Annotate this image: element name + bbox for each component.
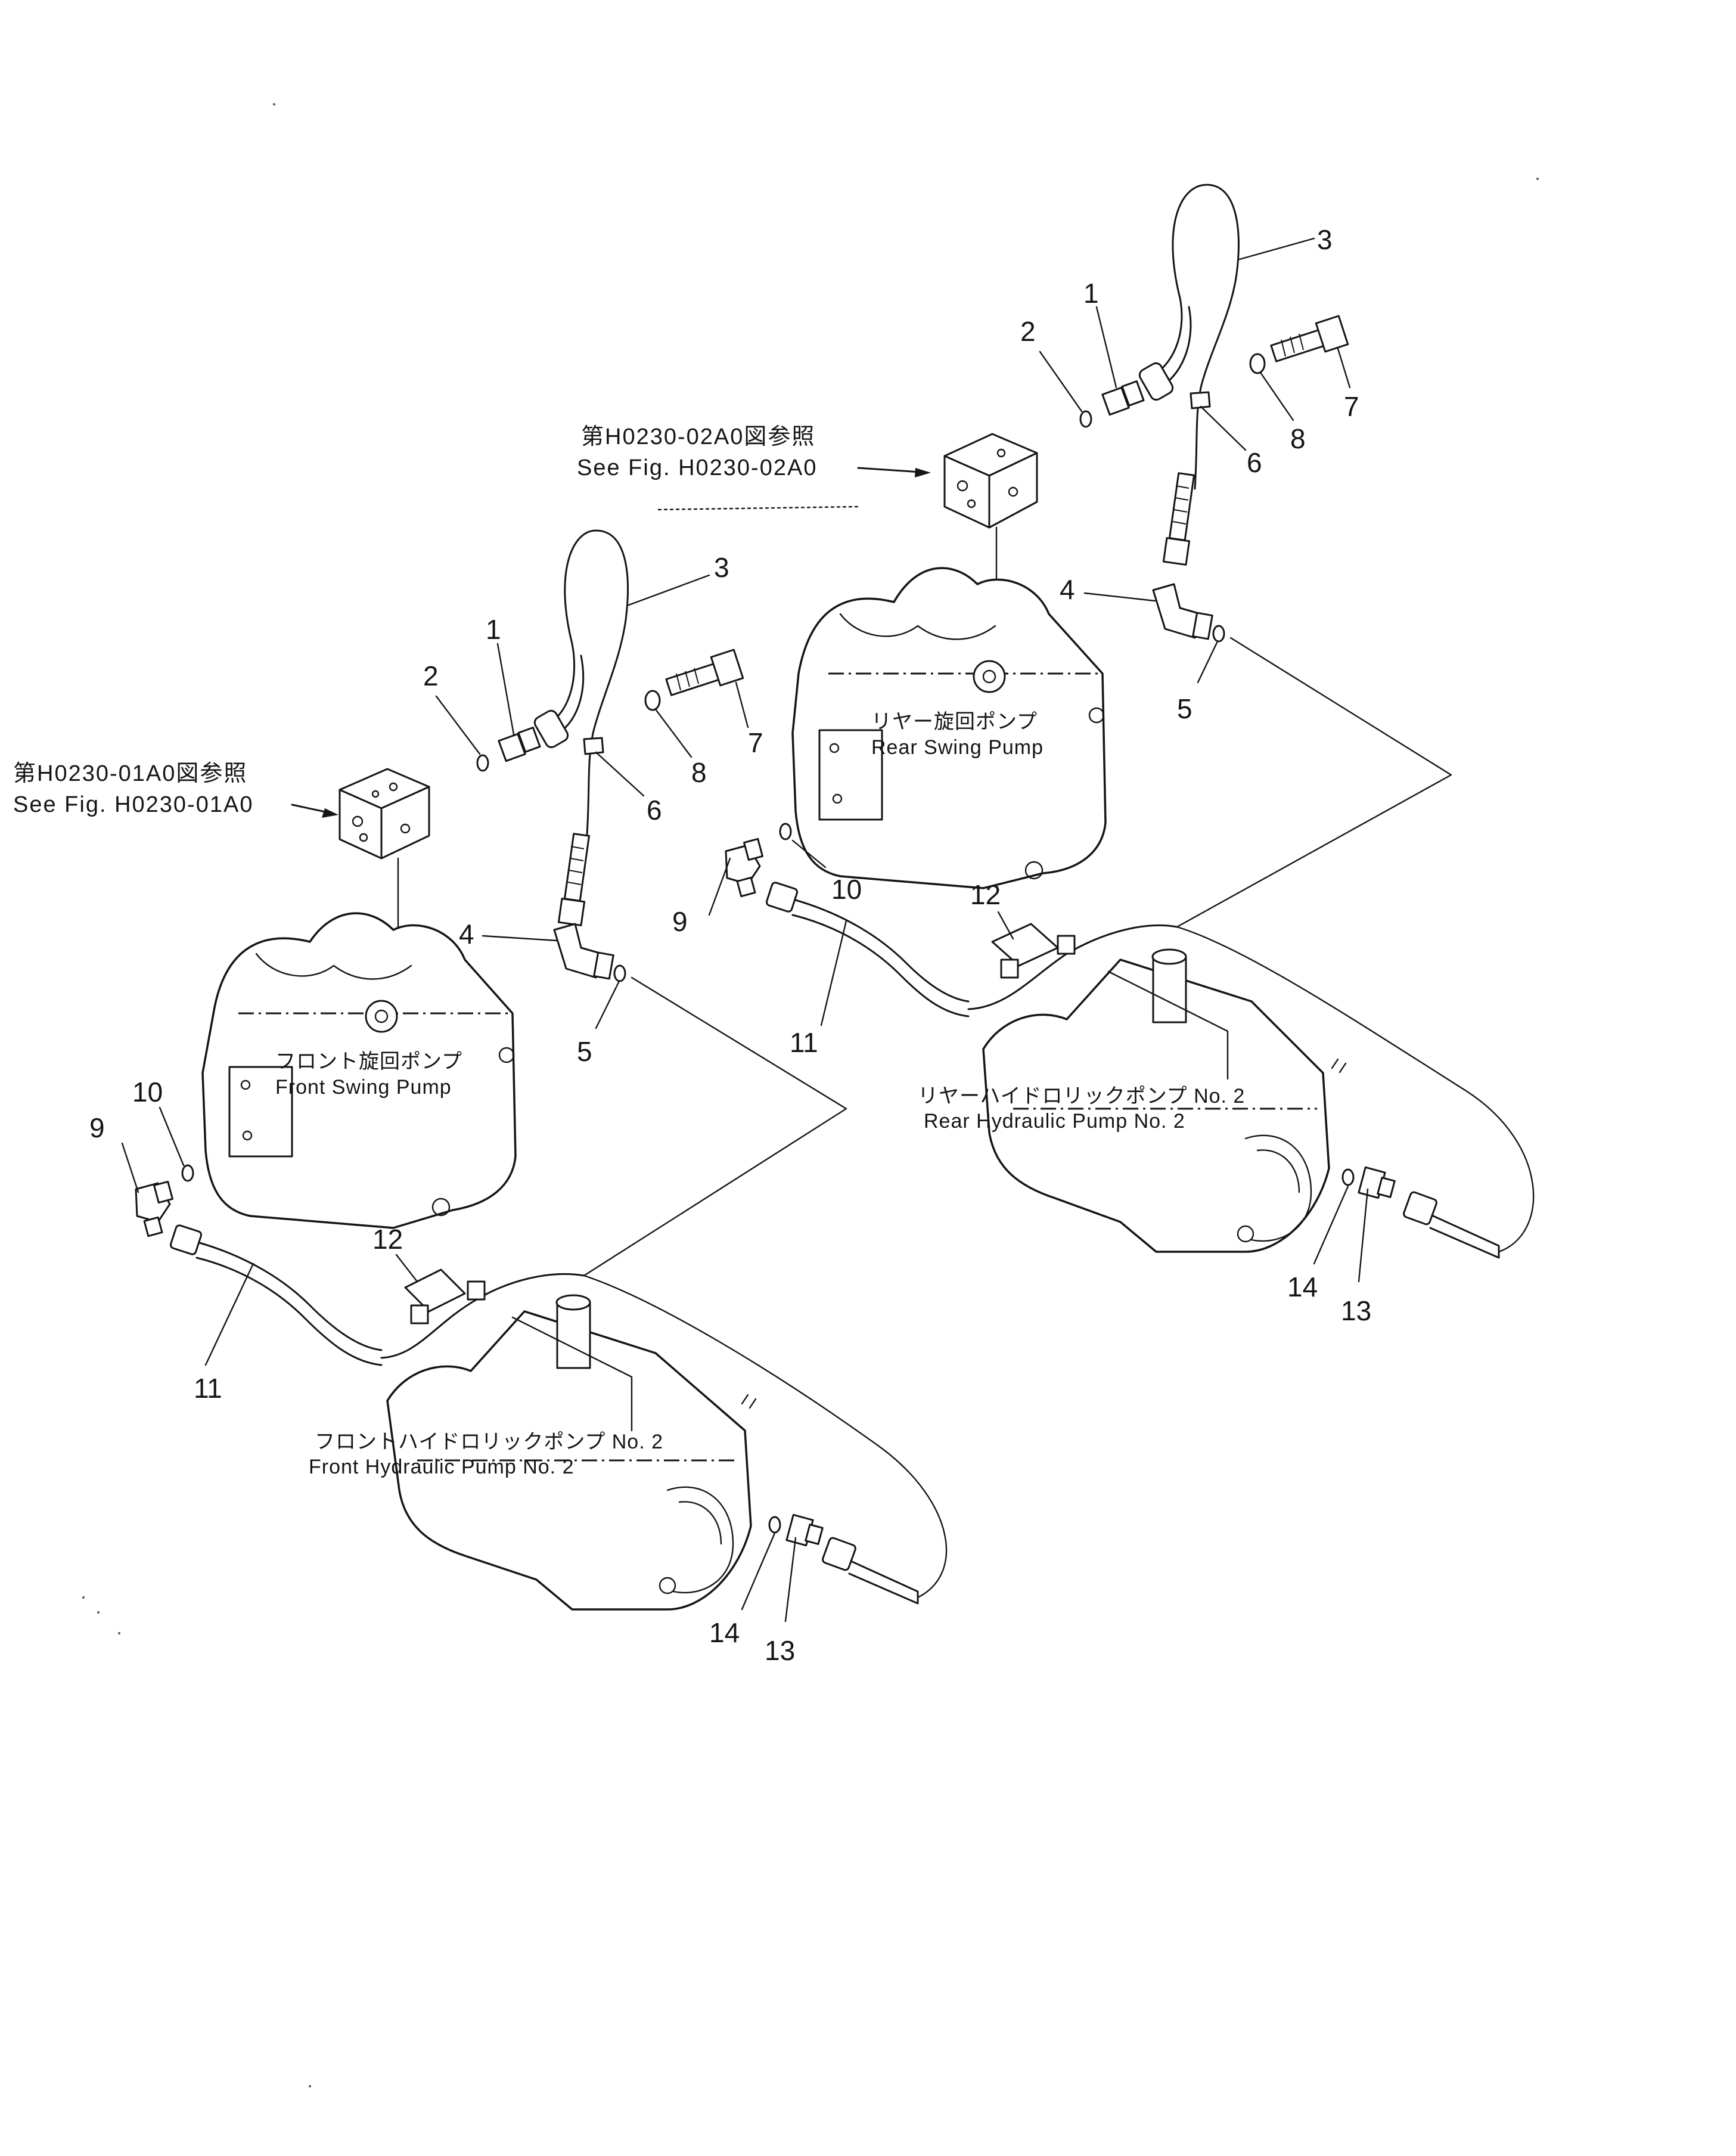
front-part-10-o-ring bbox=[181, 1164, 194, 1182]
front-part-1-nipple bbox=[498, 727, 541, 762]
front-hose-end bbox=[822, 1537, 919, 1605]
rear-swing-pump-label-jp: リヤー旋回ポンプ bbox=[871, 711, 1038, 733]
front-swing-pump bbox=[201, 912, 517, 1229]
front-part-3-hose bbox=[533, 529, 629, 926]
rear-part-11-hose bbox=[765, 882, 1178, 1017]
rear-callout-10: 10 bbox=[831, 874, 862, 905]
rear-callout-14: 14 bbox=[1287, 1271, 1318, 1302]
rear-assembly: 第H0230-02A0図参照 See Fig. H0230-02A0 bbox=[577, 184, 1535, 1326]
rear-part-1-nipple bbox=[1101, 380, 1145, 416]
front-assembly: 第H0230-01A0図参照 See Fig. H0230-01A0 bbox=[13, 529, 948, 1666]
rear-callout-3: 3 bbox=[1317, 224, 1333, 255]
front-part-7-bolt bbox=[665, 649, 744, 696]
rear-reference-en: See Fig. H0230-02A0 bbox=[577, 455, 817, 480]
rear-leader-lines bbox=[708, 237, 1369, 1283]
rear-part-3-hose bbox=[1138, 184, 1240, 566]
rear-part-13-connector bbox=[1358, 1166, 1396, 1199]
front-swing-pump-label-jp: フロント旋回ポンプ bbox=[275, 1050, 462, 1073]
rear-part-14-o-ring bbox=[1341, 1168, 1355, 1186]
front-callout-12: 12 bbox=[372, 1224, 403, 1255]
rear-hydraulic-pump-label-en: Rear Hydraulic Pump No. 2 bbox=[924, 1110, 1185, 1133]
rear-part-12-clamp bbox=[991, 923, 1076, 979]
rear-callout-6: 6 bbox=[1247, 447, 1262, 478]
rear-swing-pump-label-en: Rear Swing Pump bbox=[871, 736, 1044, 759]
front-hydraulic-pump-label-en: Front Hydraulic Pump No. 2 bbox=[309, 1456, 574, 1478]
front-valve-block bbox=[338, 768, 430, 991]
front-part-14-o-ring bbox=[768, 1516, 781, 1534]
rear-callout-12: 12 bbox=[970, 879, 1001, 910]
rear-reference-jp: 第H0230-02A0図参照 bbox=[581, 424, 815, 449]
front-callout-6: 6 bbox=[647, 795, 662, 826]
front-reference-jp: 第H0230-01A0図参照 bbox=[13, 761, 247, 786]
rear-callout-7: 7 bbox=[1344, 391, 1359, 422]
front-part-8-washer bbox=[644, 690, 661, 711]
rear-callout-13: 13 bbox=[1341, 1295, 1371, 1326]
front-part-12-clamp bbox=[404, 1268, 486, 1324]
rear-part-2-o-ring bbox=[1079, 410, 1092, 428]
front-callout-4: 4 bbox=[459, 919, 474, 950]
rear-part-10-o-ring bbox=[779, 823, 792, 840]
front-callout-11: 11 bbox=[194, 1373, 222, 1404]
rear-part-4-elbow bbox=[1152, 583, 1213, 640]
rear-callout-1: 1 bbox=[1083, 278, 1099, 309]
front-part-4-elbow bbox=[553, 923, 614, 980]
front-hydraulic-pump bbox=[386, 1294, 752, 1611]
rear-part-8-washer bbox=[1249, 353, 1266, 374]
rear-callout-5: 5 bbox=[1177, 693, 1192, 724]
front-reference-arrow bbox=[291, 804, 338, 818]
front-callout-14: 14 bbox=[709, 1617, 740, 1648]
rear-part-9-elbow bbox=[725, 837, 763, 898]
front-leader-lines bbox=[121, 574, 797, 1623]
front-reference-en: See Fig. H0230-01A0 bbox=[13, 792, 253, 817]
rear-callout-4: 4 bbox=[1060, 574, 1075, 605]
rear-part-7-bolt bbox=[1270, 315, 1349, 362]
front-swing-pump-label-en: Front Swing Pump bbox=[275, 1076, 452, 1099]
front-callout-5: 5 bbox=[577, 1036, 592, 1067]
rear-hose-end bbox=[1403, 1191, 1500, 1259]
rear-part-5-o-ring bbox=[1212, 625, 1225, 643]
rear-callout-2: 2 bbox=[1020, 316, 1036, 347]
rear-part-6-clamp bbox=[1190, 391, 1211, 410]
front-part-5-o-ring bbox=[613, 964, 626, 982]
rear-swing-pump bbox=[791, 567, 1107, 889]
front-callout-9: 9 bbox=[89, 1112, 105, 1143]
rear-callout-8: 8 bbox=[1290, 423, 1306, 454]
scan-noise bbox=[82, 103, 1539, 2087]
front-part-6-clamp bbox=[583, 737, 604, 755]
front-hydraulic-pump-label-jp: フロントハイドロリックポンプ No. 2 bbox=[315, 1431, 663, 1453]
rear-reference-arrow bbox=[857, 467, 931, 477]
front-part-13-connector bbox=[785, 1513, 824, 1547]
front-callout-3: 3 bbox=[714, 552, 729, 583]
rear-valve-block bbox=[943, 433, 1038, 657]
front-part-2-o-ring bbox=[476, 754, 489, 772]
rear-callout-11: 11 bbox=[790, 1027, 818, 1058]
front-callout-13: 13 bbox=[765, 1635, 795, 1666]
rear-hydraulic-pump-label-jp: リヤーハイドロリックポンプ No. 2 bbox=[918, 1085, 1245, 1108]
front-callout-8: 8 bbox=[691, 757, 707, 788]
front-callout-7: 7 bbox=[748, 727, 763, 758]
rear-hydraulic-pump bbox=[982, 948, 1330, 1253]
front-part-9-elbow bbox=[135, 1180, 173, 1237]
front-callout-10: 10 bbox=[132, 1077, 163, 1108]
front-callout-2: 2 bbox=[423, 660, 439, 691]
rear-callout-9: 9 bbox=[672, 906, 688, 937]
front-callout-1: 1 bbox=[486, 614, 501, 645]
